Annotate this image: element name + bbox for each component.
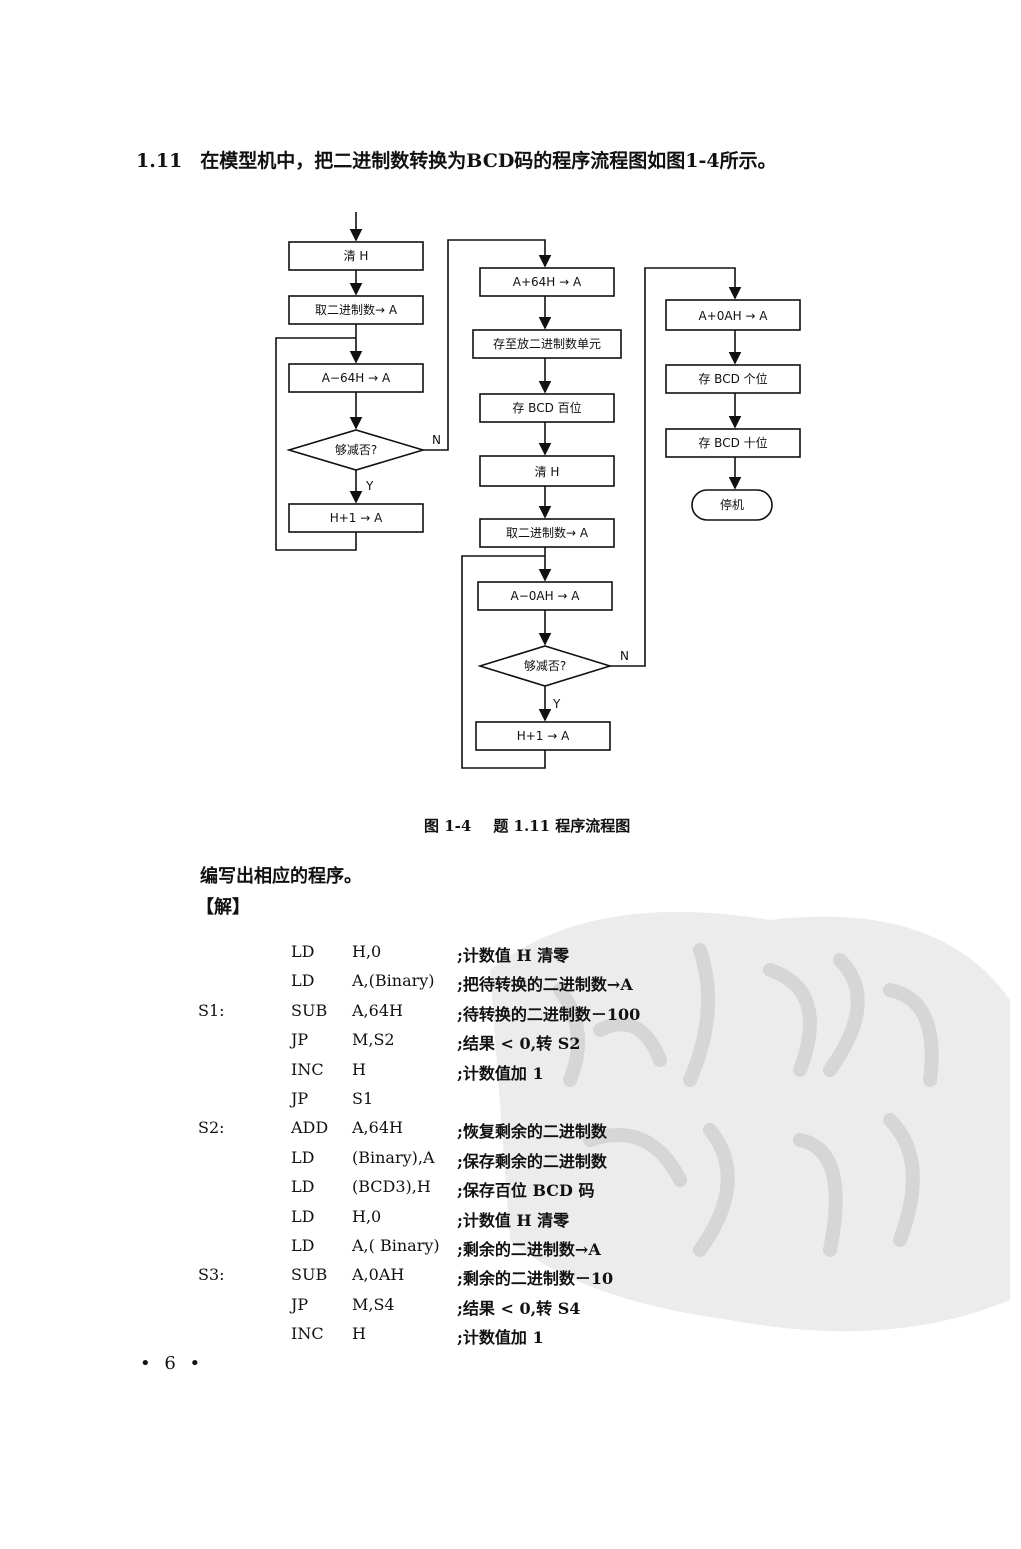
code-opcode: LD [291, 1177, 315, 1197]
c1-clear-h-text: 清 H [344, 249, 369, 263]
code-comment: ;把待转换的二进制数→A [457, 975, 633, 995]
code-opcode: LD [291, 942, 315, 961]
c3-store-tens-text: 存 BCD 十位 [698, 435, 767, 450]
code-opcode: INC [291, 1324, 324, 1344]
code-comment: ;保存剩余的二进制数 [457, 1151, 607, 1171]
c3-stop-terminal [691, 489, 773, 521]
code-operand: (BCD3),H [352, 1177, 431, 1197]
code-opcode: ADD [291, 1118, 329, 1138]
c3-add-text: A+0AH → A [698, 309, 768, 323]
c2-load-box [479, 518, 615, 548]
code-opcode: LD [291, 1206, 315, 1226]
seal-watermark [490, 911, 1010, 1332]
c2-store-hundreds-box [479, 393, 615, 423]
code-operand: (Binary),A [352, 1147, 435, 1167]
c2-store-hundreds-text: 存 BCD 百位 [512, 400, 581, 415]
c3-store-ones-box [665, 364, 801, 394]
code-opcode: SUB [291, 1000, 328, 1020]
code-label: S1: [198, 1000, 225, 1020]
code-opcode: INC [291, 1059, 324, 1079]
code-operand: A,64H [352, 1118, 403, 1138]
c3-stop-text: 停机 [720, 497, 744, 512]
c1-yes-label: Y [365, 479, 374, 493]
code-operand: M,S4 [352, 1294, 395, 1314]
code-opcode: JP [291, 1294, 309, 1314]
code-comment: ;剩余的二进制数→A [457, 1240, 601, 1259]
code-comment: ;恢复剩余的二进制数 [457, 1122, 607, 1142]
c2-clear-h-box [479, 455, 615, 487]
c1-load-text: 取二进制数→ A [315, 302, 398, 317]
solution-label: 【解】 [196, 897, 250, 918]
code-label: S2: [198, 1118, 225, 1138]
c1-inc-text: H+1 → A [330, 511, 383, 525]
figure-title: 题 1.11 程序流程图 [493, 817, 631, 835]
c2-inc-box [475, 721, 611, 751]
flowchart: 清 H 取二进制数→ A A−64H → A 够减否? Y N H+1 → A … [275, 212, 801, 769]
c2-store-binary-text: 存至放二进制数单元 [493, 336, 601, 351]
c3-add-box [665, 299, 801, 331]
code-opcode: LD [291, 1236, 315, 1255]
c2-no-label: N [620, 649, 629, 663]
c1-decision-text: 够减否? [335, 443, 377, 457]
code-opcode: JP [291, 1030, 309, 1050]
code-operand: H,0 [352, 942, 382, 961]
code-operand: H [352, 1059, 366, 1079]
problem-number: 1.11 [136, 150, 183, 172]
code-operand: A,( Binary) [352, 1236, 440, 1255]
figure-caption: 图 1-4 题 1.11 程序流程图 [424, 815, 630, 836]
c1-sub-text: A−64H → A [322, 371, 391, 385]
problem-text: 在模型机中，把二进制数转换为BCD码的程序流程图如图1-4所示。 [200, 150, 777, 172]
code-operand: S1 [352, 1089, 374, 1108]
c1-sub-box [288, 363, 424, 393]
code-comment: ;计数值 H 清零 [457, 946, 570, 965]
code-comment: ;计数值 H 清零 [457, 1210, 570, 1230]
code-opcode: JP [291, 1089, 309, 1108]
code-operand: H,0 [352, 1206, 382, 1226]
code-opcode: LD [291, 1147, 315, 1167]
c3-store-tens-box [665, 428, 801, 458]
page-number: • 6 • [140, 1353, 205, 1374]
code-operand: M,S2 [352, 1030, 395, 1050]
code-comment: ;结果 < 0,转 S2 [457, 1034, 581, 1054]
c2-decision-text: 够减否? [524, 659, 566, 673]
c3-store-ones-text: 存 BCD 个位 [698, 371, 767, 386]
code-comment: ;结果 < 0,转 S4 [457, 1298, 581, 1318]
c1-load-box [288, 295, 424, 325]
instruction-text: 编写出相应的程序。 [200, 866, 362, 887]
code-opcode: SUB [291, 1265, 328, 1285]
figure-label: 图 1-4 [424, 817, 472, 835]
code-comment: ;计数值加 1 [457, 1328, 544, 1348]
c2-inc-text: H+1 → A [517, 729, 570, 743]
code-operand: A,0AH [352, 1265, 405, 1285]
code-comment: ;剩余的二进制数－10 [457, 1269, 614, 1289]
code-comment: ;待转换的二进制数－100 [457, 1004, 641, 1024]
c2-store-binary-box [472, 329, 622, 359]
c2-add-text: A+64H → A [513, 275, 582, 289]
code-operand: H [352, 1324, 366, 1344]
c2-load-text: 取二进制数→ A [506, 525, 589, 540]
c2-add-box [479, 267, 615, 297]
c1-no-label: N [432, 433, 441, 447]
problem-statement: 1.11 在模型机中，把二进制数转换为BCD码的程序流程图如图1-4所示。 [136, 146, 777, 173]
code-label: S3: [198, 1265, 225, 1285]
c2-sub-box [477, 581, 613, 611]
code-comment: ;计数值加 1 [457, 1063, 544, 1083]
c2-clear-h-text: 清 H [535, 465, 560, 479]
code-opcode: LD [291, 971, 315, 991]
c2-yes-label: Y [552, 697, 561, 711]
code-operand: A,(Binary) [352, 971, 435, 991]
code-comment: ;保存百位 BCD 码 [457, 1181, 595, 1201]
c2-sub-text: A−0AH → A [510, 589, 580, 603]
code-operand: A,64H [352, 1000, 403, 1020]
